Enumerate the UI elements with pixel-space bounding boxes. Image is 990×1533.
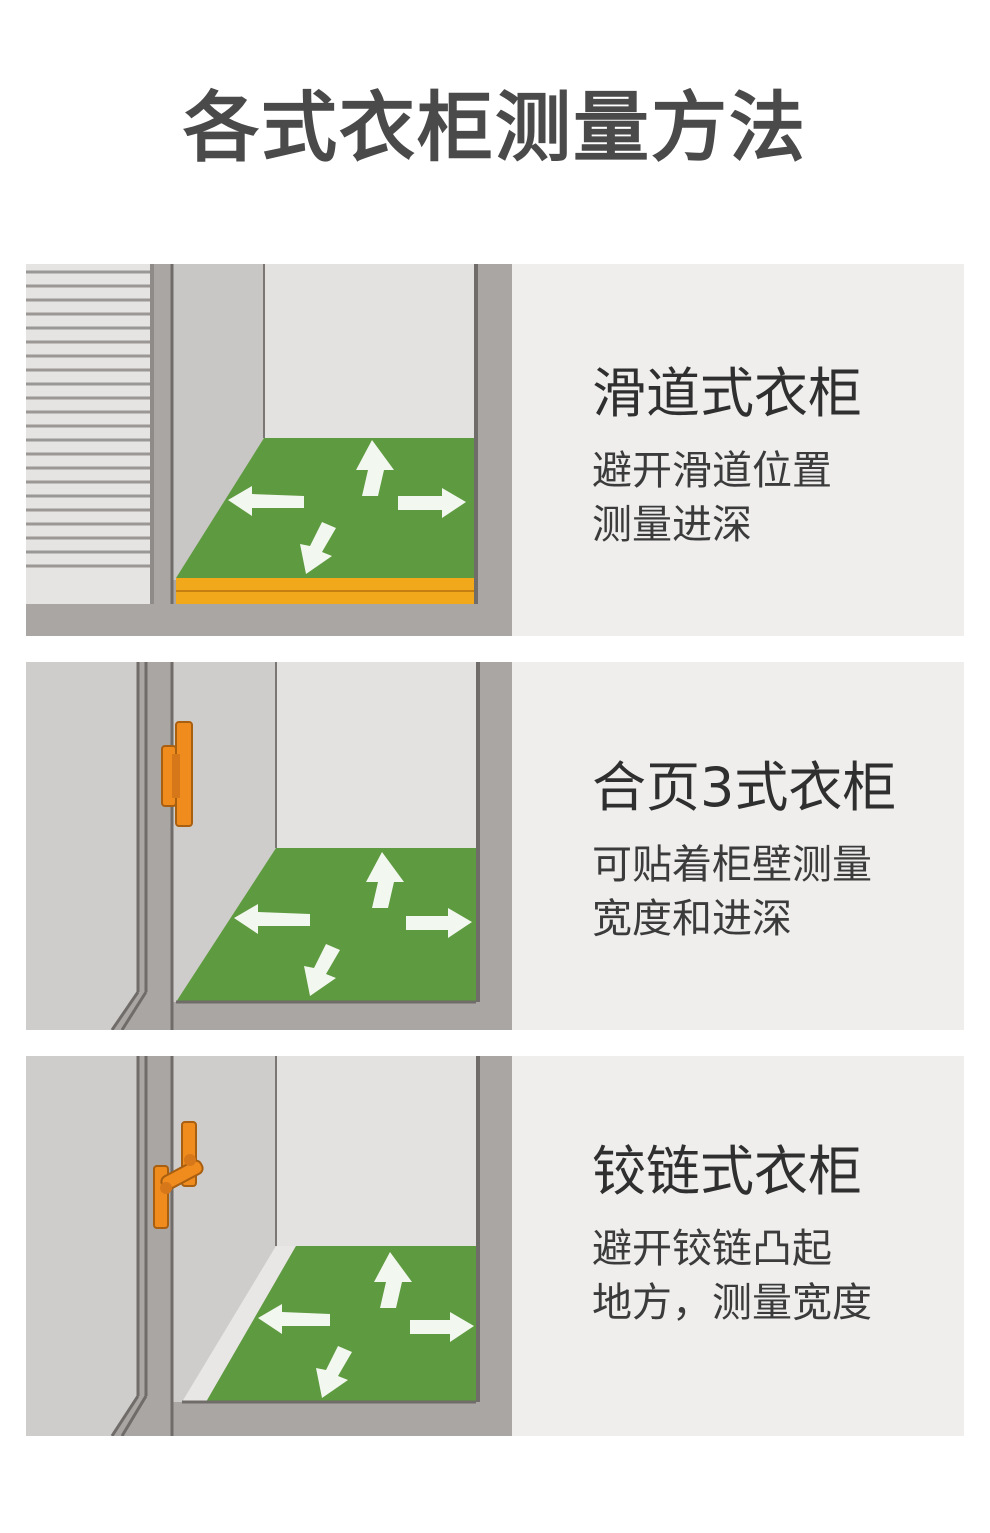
description-line: 测量进深 (592, 502, 752, 548)
arrow-down (300, 522, 336, 574)
hinge-link-wardrobe-illustration (26, 1056, 512, 1436)
floor (176, 848, 476, 1002)
description-line: 避开铰链凸起 (592, 1226, 832, 1272)
panel-text: 滑道式衣柜 避开滑道位置 测量进深 (592, 362, 862, 552)
arrow-left (228, 486, 304, 516)
arrow-down (316, 1346, 352, 1398)
hinge-icon (161, 721, 193, 827)
arrow-left (234, 904, 310, 934)
panel-description: 避开滑道位置 测量进深 (592, 444, 862, 552)
description-line: 地方，测量宽度 (592, 1280, 872, 1326)
arrow-down (304, 944, 340, 996)
measure-arrows (228, 440, 466, 574)
sliding-wardrobe-illustration (26, 264, 512, 636)
arrow-up (356, 440, 394, 496)
arrow-up (374, 1252, 412, 1308)
arrow-left (258, 1304, 330, 1334)
hinge-link-icon (153, 1121, 204, 1229)
door-panel (26, 1056, 138, 1436)
panel-heading: 铰链式衣柜 (592, 1140, 862, 1203)
arrow-right (410, 1312, 474, 1342)
arrow-right (398, 488, 466, 518)
panel-text: 合页3式衣柜 可贴着柜壁测量 宽度和进深 (592, 756, 896, 946)
arrow-right (406, 908, 472, 938)
louvered-door (26, 264, 152, 604)
louver-slats (26, 270, 150, 568)
panel-description: 可贴着柜壁测量 宽度和进深 (592, 838, 896, 946)
panel-heading: 合页3式衣柜 (592, 756, 897, 819)
back-wall (276, 662, 476, 848)
description-line: 避开滑道位置 (592, 448, 832, 494)
arrow-up (366, 852, 404, 908)
measure-arrows (234, 852, 472, 996)
panel-sliding-wardrobe: 滑道式衣柜 避开滑道位置 测量进深 (26, 264, 964, 636)
panel-hinge-door-wardrobe: 合页3式衣柜 可贴着柜壁测量 宽度和进深 (26, 662, 964, 1030)
hinge-bump-strip (182, 1246, 296, 1402)
description-line: 可贴着柜壁测量 (592, 842, 872, 888)
hinge-door-wardrobe-illustration (26, 662, 512, 1030)
panel-hinge-link-wardrobe: 铰链式衣柜 避开铰链凸起 地方，测量宽度 (26, 1056, 964, 1436)
floor (206, 1246, 476, 1402)
page-title: 各式衣柜测量方法 (183, 83, 807, 172)
back-wall (276, 1056, 476, 1246)
door-panel (26, 662, 138, 1030)
back-wall (264, 264, 474, 438)
measure-arrows (258, 1252, 474, 1398)
description-line: 宽度和进深 (592, 896, 792, 942)
panel-text: 铰链式衣柜 避开铰链凸起 地方，测量宽度 (592, 1140, 872, 1330)
panel-heading: 滑道式衣柜 (592, 362, 862, 425)
panel-description: 避开铰链凸起 地方，测量宽度 (592, 1222, 872, 1330)
floor (176, 438, 474, 578)
